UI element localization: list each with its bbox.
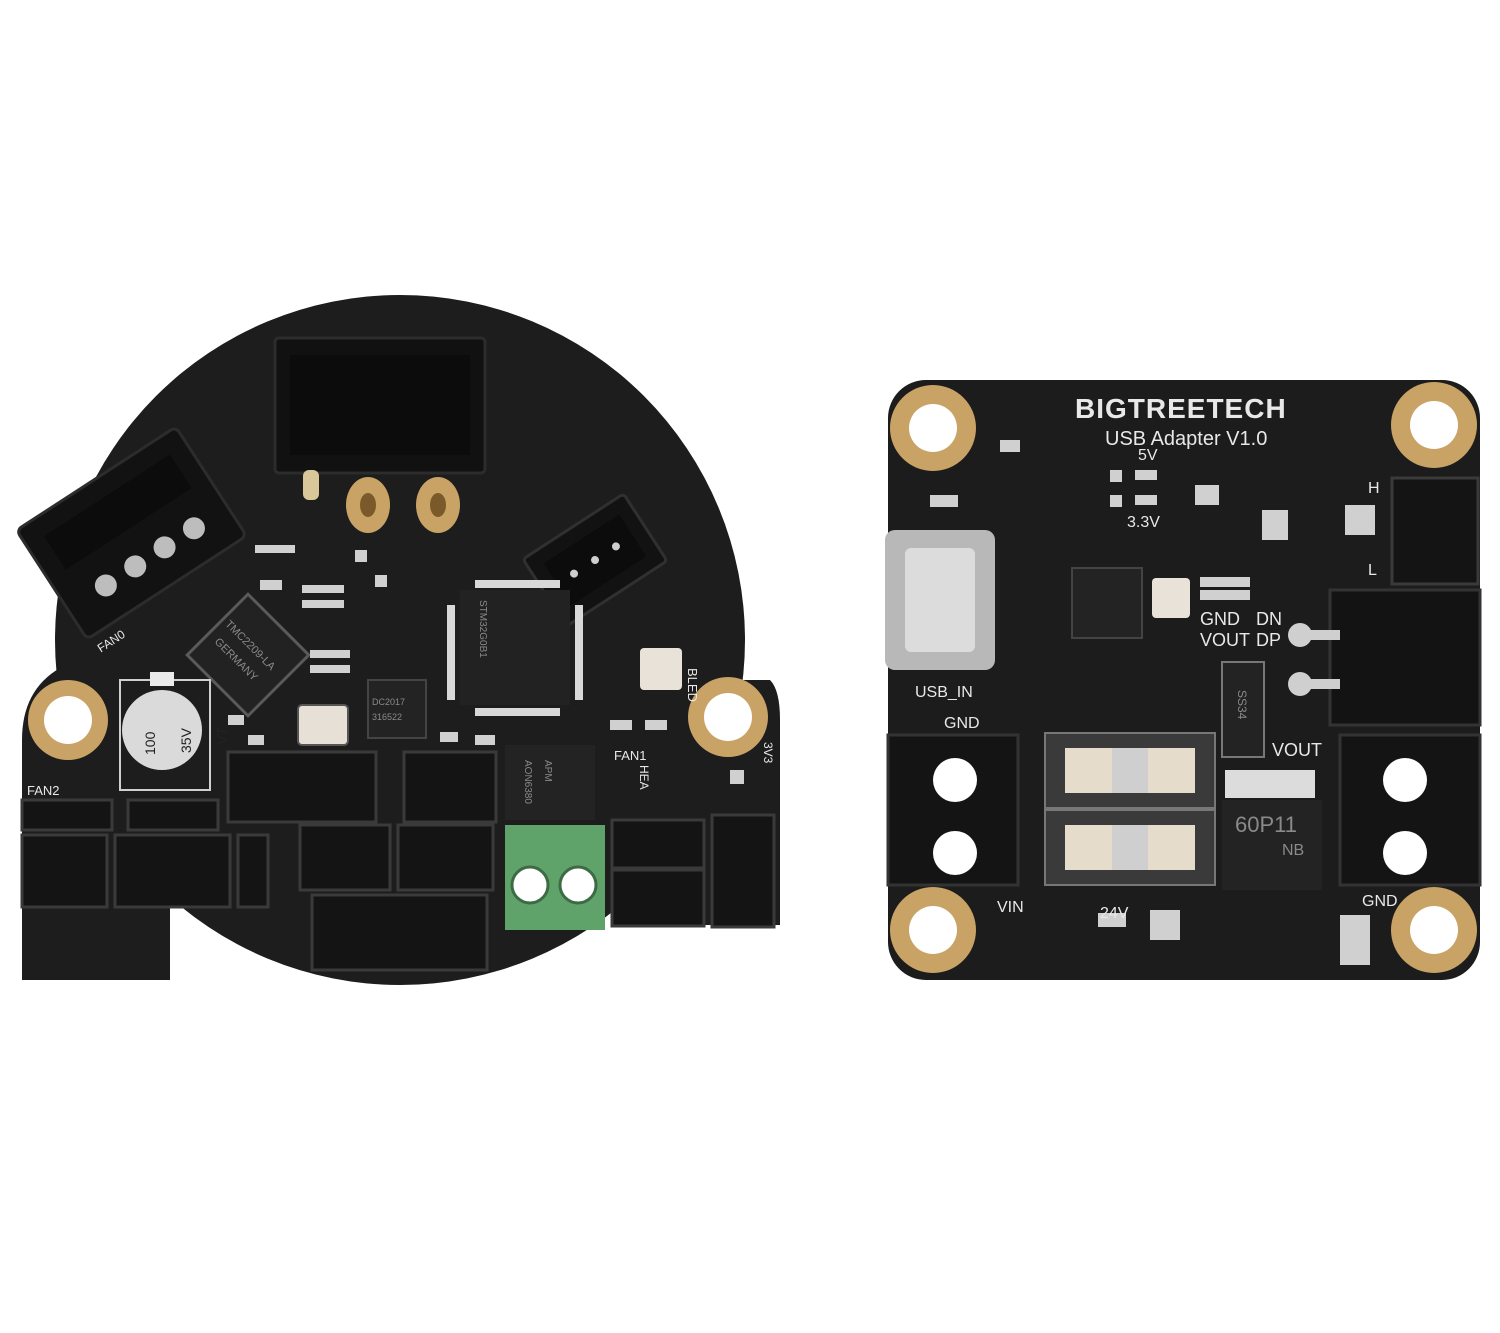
v3v3-label: 3V3: [761, 742, 775, 764]
bottom-connectors: [20, 750, 776, 972]
usb-adapter-board: BIGTREETECH USB Adapter V1.0 SS34: [885, 380, 1482, 980]
top-connector-inner: [290, 355, 470, 455]
side-pin-1-lead: [1300, 630, 1340, 640]
usb-c-port-inner: [905, 548, 975, 652]
label-gnd-top: GND: [1200, 609, 1240, 629]
white-pin: [303, 470, 319, 500]
small-chip: [367, 679, 427, 739]
left-terminal-hole-2: [933, 831, 977, 875]
mosfet-label: AON6380: [522, 760, 533, 804]
fan2-label: FAN2: [27, 783, 60, 798]
smd-pads: [228, 545, 744, 784]
left-terminal-hole-1: [933, 758, 977, 802]
angled-left-connector: [17, 427, 246, 639]
regulator-tab: [1225, 770, 1315, 798]
diode-label: SS34: [1235, 690, 1249, 720]
diode: [1221, 661, 1265, 758]
bled-led: [640, 648, 682, 690]
regulator: [1222, 800, 1322, 890]
label-vout-top: VOUT: [1200, 630, 1250, 650]
label-dp: DP: [1256, 630, 1281, 650]
mount-hole-tr-center: [1410, 401, 1458, 449]
crystal: [297, 704, 349, 746]
gold-pin-1-center: [360, 493, 376, 517]
regulator-label: 60P11: [1235, 812, 1297, 837]
mcu-pins-top: [475, 580, 560, 588]
small-chip-label: DC2017: [372, 697, 405, 707]
right-terminal-hole-1: [1383, 758, 1427, 802]
label-h: H: [1368, 480, 1380, 497]
label-dn: DN: [1256, 609, 1282, 629]
label-gnd-left: GND: [944, 715, 980, 732]
label-usb-in: USB_IN: [915, 684, 973, 701]
label-5v: 5V: [1138, 447, 1158, 464]
capacitor-voltage: 35V: [178, 727, 194, 753]
mosfet-label-2: APM: [542, 760, 553, 782]
mosfet: [505, 745, 595, 820]
side-pin-2-lead: [1300, 679, 1340, 689]
tmc-driver-chip: TMC2209-LA GERMANY: [185, 592, 311, 718]
label-3v3: 3.3V: [1127, 514, 1160, 531]
mount-hole-br-center: [1410, 906, 1458, 954]
toolhead-board: TMC2209-LA GERMANY 100 35V VT STM32G0B1 …: [17, 295, 780, 985]
label-24v: 24V: [1100, 905, 1129, 922]
label-l: L: [1368, 562, 1377, 579]
label-vin: VIN: [997, 899, 1024, 916]
regulator-label-2: NB: [1282, 842, 1304, 859]
usb-hub-chip: [1071, 567, 1143, 639]
terminal-screw-2: [558, 865, 598, 905]
bled-label: BLED: [685, 668, 700, 702]
stm-label: STM32G0B1: [477, 600, 488, 658]
label-gnd-bottom: GND: [1362, 893, 1398, 910]
mcu-pins-right: [575, 605, 583, 700]
fan1-label: FAN1: [614, 748, 647, 763]
capacitor-series: VT: [214, 727, 230, 745]
capacitor-pad: [150, 672, 174, 686]
mcu-pins-left: [447, 605, 455, 700]
fuse-2-band: [1112, 825, 1148, 870]
usb-adapter-pcb: [888, 380, 1480, 980]
usb-smd-pads: [930, 440, 1375, 965]
terminal-screw-1: [510, 865, 550, 905]
can-connector: [1390, 476, 1480, 586]
capacitor-value: 100: [142, 731, 158, 755]
status-led: [1152, 578, 1190, 618]
left-mount-hole-center: [44, 696, 92, 744]
fuse-1-band: [1112, 748, 1148, 793]
capacitor: [122, 690, 202, 770]
model-label: USB Adapter V1.0: [1105, 428, 1267, 450]
mount-hole-bl-center: [909, 906, 957, 954]
small-chip-label-2: 316522: [372, 712, 402, 722]
right-terminal-hole-2: [1383, 831, 1427, 875]
hea-label: HEA: [637, 765, 651, 790]
brand-logo: BIGTREETECH: [1075, 393, 1287, 424]
right-mount-hole-center: [704, 693, 752, 741]
side-power-connector: [1328, 588, 1482, 727]
mount-hole-tl-center: [909, 404, 957, 452]
gold-pin-2-center: [430, 493, 446, 517]
label-vout: VOUT: [1272, 740, 1322, 760]
mcu-pins-bottom: [475, 708, 560, 716]
stm-mcu: [460, 590, 570, 705]
